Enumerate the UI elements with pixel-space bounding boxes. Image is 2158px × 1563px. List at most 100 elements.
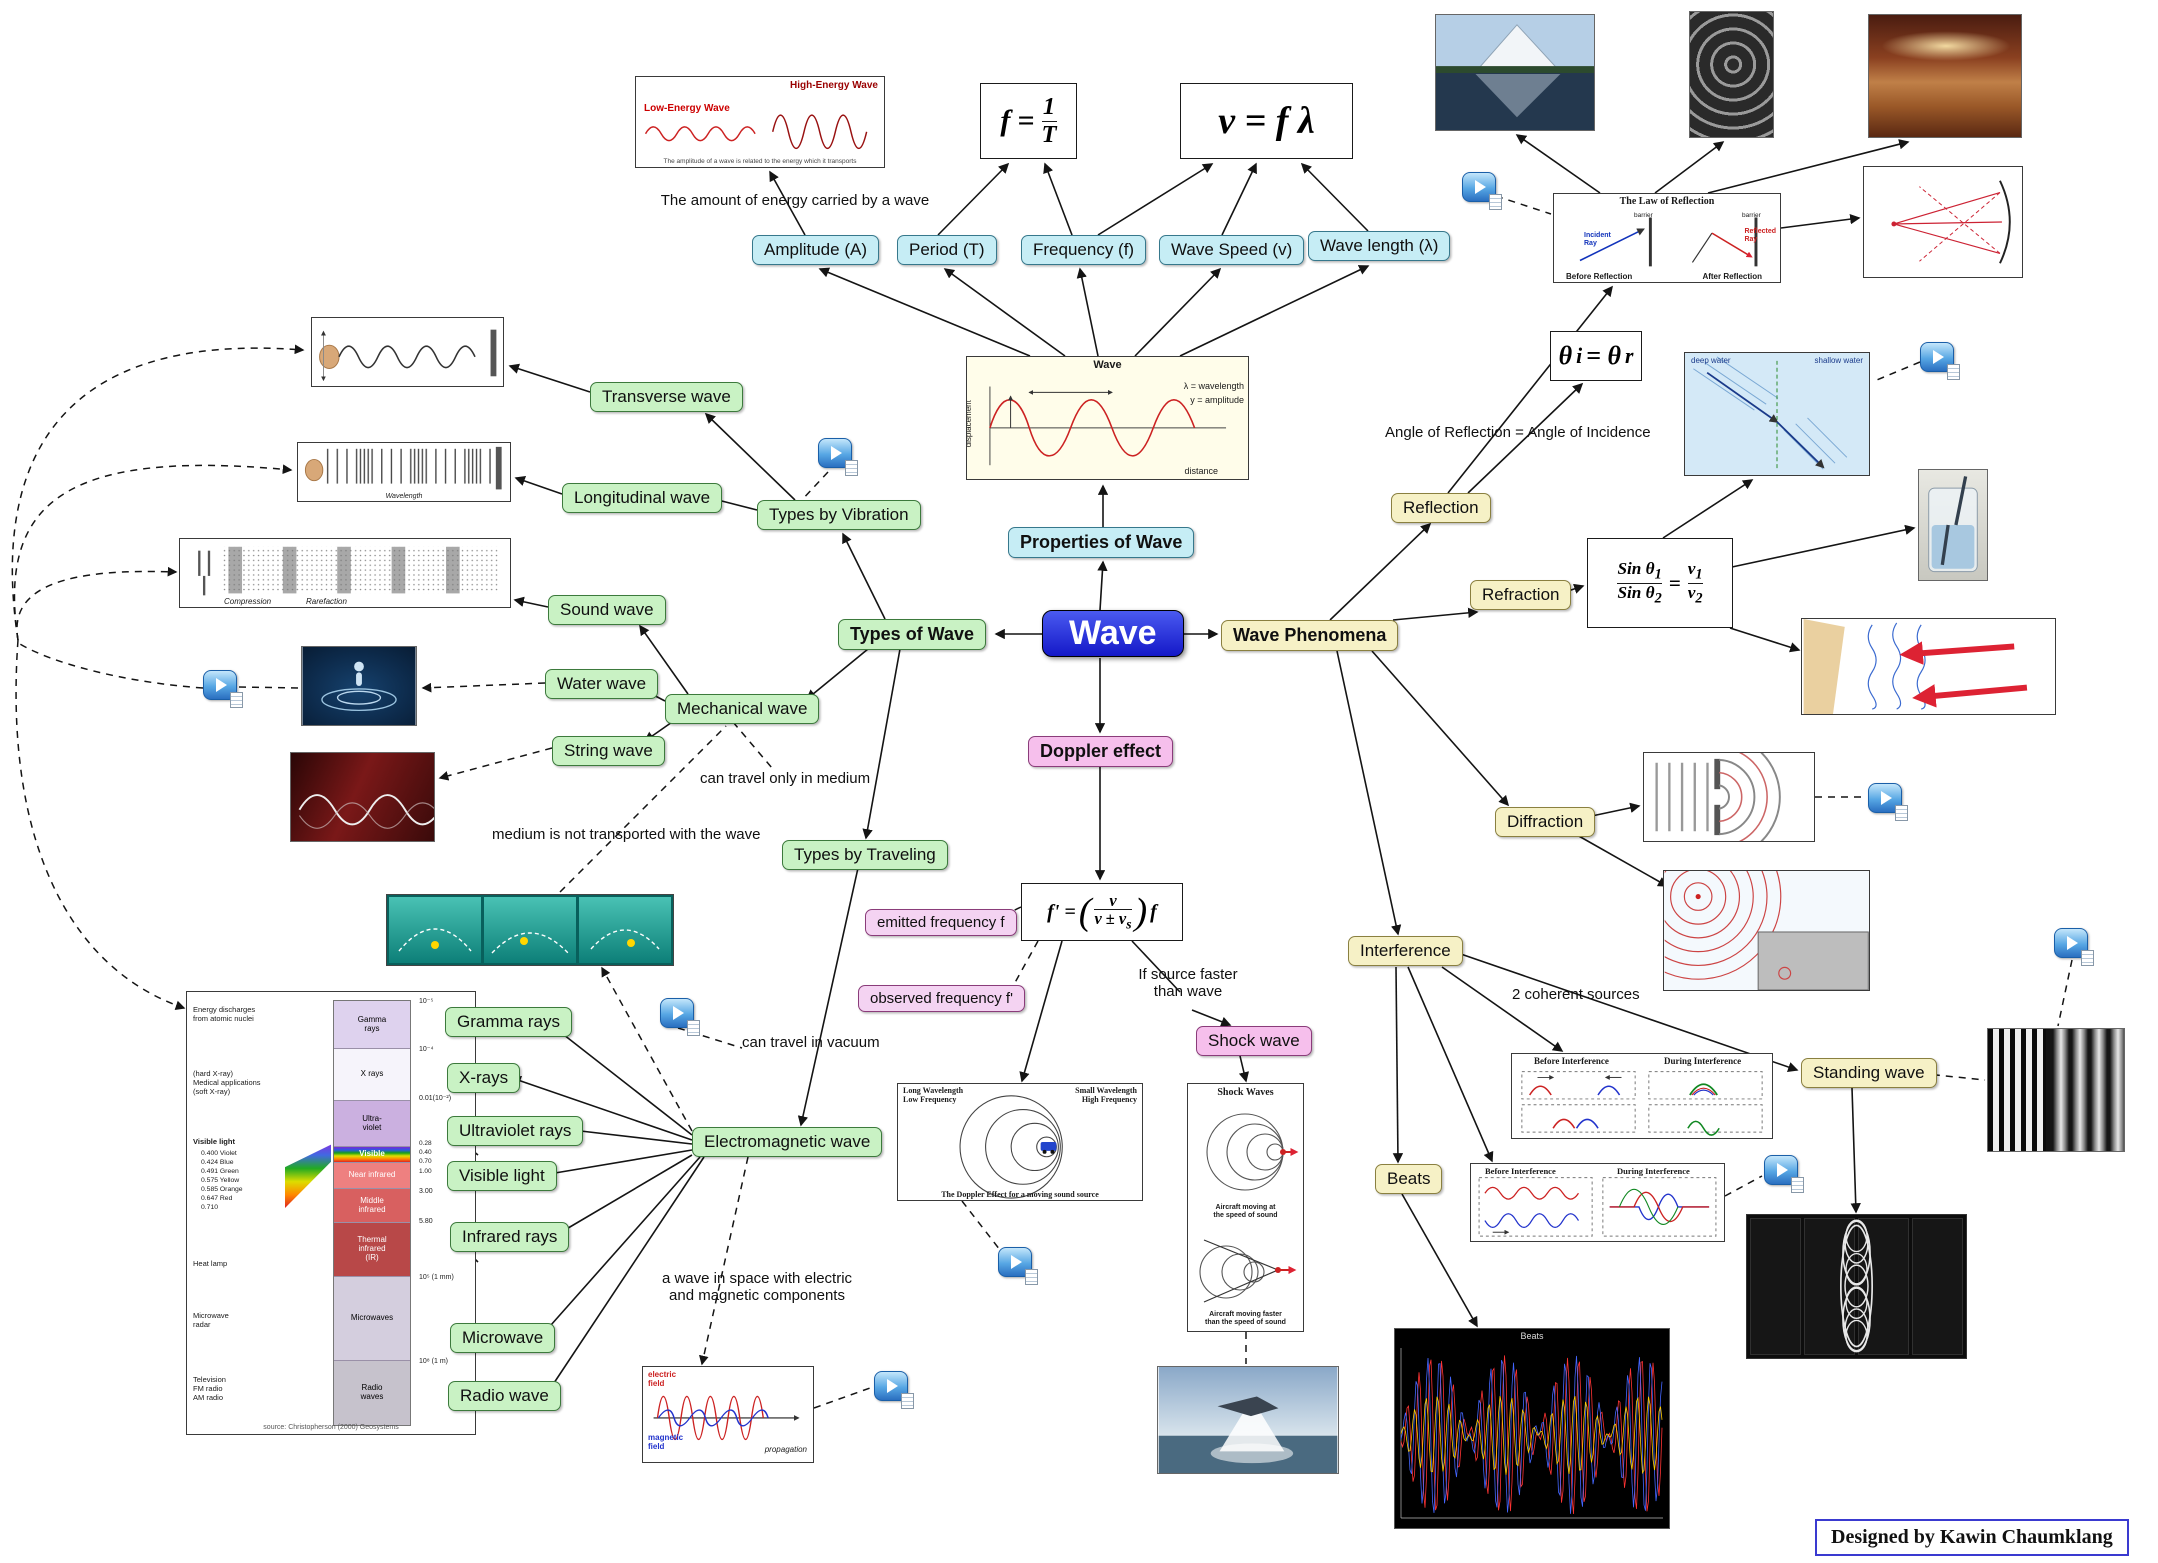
doppler-diagram-figure[interactable]: Long Wavelength Low Frequency Small Wave… <box>897 1083 1143 1201</box>
diffraction-slit-illustration <box>1655 753 1781 841</box>
types-by-vibration-node[interactable]: Types by Vibration <box>757 500 921 530</box>
visible-light-node[interactable]: Visible light <box>447 1161 557 1191</box>
emitted-frequency-node[interactable]: emitted frequency f <box>865 909 1017 936</box>
water-drop-photo[interactable] <box>301 646 417 726</box>
wave-graph-figure[interactable]: Wave λ = wavelength y = amplitude distan… <box>966 356 1249 480</box>
band-gamma: Gamma rays <box>334 1001 410 1049</box>
formula-f: f <box>1000 104 1011 137</box>
x-rays-node[interactable]: X-rays <box>447 1063 521 1093</box>
transverse-wave-figure[interactable] <box>311 317 504 387</box>
interference-fringes-photo[interactable] <box>1987 1028 2125 1152</box>
diffraction-slit-figure[interactable] <box>1643 752 1815 842</box>
interference-node[interactable]: Interference <box>1348 936 1463 966</box>
shock-caption-1: Aircraft moving at the speed of sound <box>1213 1204 1278 1220</box>
formula-eq: = <box>1017 104 1035 137</box>
transverse-illustration <box>319 329 497 382</box>
law-of-reflection-figure[interactable]: The Law of Reflection Incident Ray barri… <box>1553 193 1781 283</box>
concert-hall-photo[interactable] <box>1868 14 2022 138</box>
water-wave-node[interactable]: Water wave <box>545 669 659 699</box>
radio-wave-node[interactable]: Radio wave <box>448 1381 561 1411</box>
wave-speed-node[interactable]: Wave Speed (v) <box>1159 235 1305 265</box>
video-icon[interactable] <box>1920 342 1960 380</box>
infrared-rays-node[interactable]: Infrared rays <box>450 1222 570 1252</box>
mountain-lake-photo[interactable] <box>1435 14 1595 131</box>
scale-tick: 10⁻⁵ <box>419 998 434 1005</box>
types-by-traveling-node[interactable]: Types by Traveling <box>782 840 948 870</box>
deep-water-label: deep water <box>1691 356 1731 365</box>
longitudinal-wave-figure[interactable]: Wavelength <box>297 442 511 502</box>
ray-diagram-illustration <box>1891 180 2011 264</box>
standing-wave-node[interactable]: Standing wave <box>1801 1058 1937 1088</box>
beats-node[interactable]: Beats <box>1375 1164 1443 1194</box>
sound-wave-figure[interactable]: Compression Rarefaction <box>179 538 511 608</box>
longitudinal-wave-node[interactable]: Longitudinal wave <box>562 483 723 513</box>
mechanical-wave-node[interactable]: Mechanical wave <box>665 694 820 724</box>
play-icon <box>831 446 842 460</box>
frequency-node[interactable]: Frequency (f) <box>1021 235 1147 265</box>
diffraction-node[interactable]: Diffraction <box>1495 807 1596 837</box>
beats-waveform-figure[interactable]: Beats <box>1394 1328 1670 1529</box>
interference-pulses-figure[interactable]: Before Interference During Interference <box>1511 1053 1773 1139</box>
video-icon[interactable] <box>203 670 243 708</box>
source-faster-note: If source faster than wave <box>1138 966 1238 1000</box>
shock-waves-figure[interactable]: Shock Waves Aircraft moving at the speed… <box>1187 1083 1304 1332</box>
video-icon[interactable] <box>1462 172 1502 210</box>
video-icon[interactable] <box>2054 928 2094 966</box>
video-icon[interactable] <box>818 438 858 476</box>
beats-interference-figure[interactable]: Before Interference During Interference <box>1470 1163 1725 1242</box>
jet-sonic-boom-photo[interactable] <box>1157 1366 1339 1474</box>
video-icon[interactable] <box>998 1247 1038 1285</box>
doppler-effect-node[interactable]: Doppler effect <box>1028 736 1174 767</box>
shock-wave-node[interactable]: Shock wave <box>1196 1026 1312 1056</box>
string-wave-photo[interactable] <box>290 752 435 842</box>
pencil-glass-photo[interactable] <box>1918 469 1988 581</box>
speed-formula[interactable]: v = f λ <box>1180 83 1353 159</box>
ripples-photo[interactable] <box>1689 11 1774 138</box>
doppler-formula[interactable]: f' = ( v v ± vs ) f <box>1021 883 1183 941</box>
types-of-wave-node[interactable]: Types of Wave <box>838 619 987 650</box>
longitudinal-caption: Wavelength <box>385 492 423 500</box>
formula-den: T <box>1041 120 1057 148</box>
video-icon[interactable] <box>874 1371 914 1409</box>
wave-phenomena-node[interactable]: Wave Phenomena <box>1221 620 1399 651</box>
spectrum-note-xray: (hard X-ray) Medical applications (soft … <box>193 1069 261 1096</box>
ocean-waves-panels[interactable] <box>386 894 674 966</box>
properties-of-wave-node[interactable]: Properties of Wave <box>1008 527 1195 558</box>
spectrum-bands: Gamma rays X rays Ultra- violet Visible … <box>333 1000 411 1426</box>
ray-diagram-figure[interactable] <box>1863 166 2023 278</box>
energy-wave-figure[interactable]: Low-Energy Wave High-Energy Wave The amp… <box>635 76 885 168</box>
document-icon <box>845 460 858 476</box>
refraction-node[interactable]: Refraction <box>1470 580 1572 610</box>
beach-refraction-figure[interactable] <box>1801 618 2056 715</box>
wave-graph-illustration <box>989 386 1227 466</box>
electromagnetic-wave-node[interactable]: Electromagnetic wave <box>692 1127 883 1157</box>
water-refraction-figure[interactable]: deep water shallow water <box>1684 352 1870 476</box>
frequency-formula[interactable]: f = 1 T <box>980 83 1077 159</box>
scale-tick: 3.00 <box>419 1188 433 1195</box>
video-icon[interactable] <box>1868 783 1908 821</box>
em-spectrum-chart[interactable]: Energy discharges from atomic nuclei (ha… <box>186 991 476 1435</box>
beats-plot-title: Beats <box>1520 1331 1544 1341</box>
amplitude-node[interactable]: Amplitude (A) <box>752 235 879 265</box>
snell-formula[interactable]: Sin θ1 Sin θ2 = v1 v2 <box>1587 538 1733 628</box>
scale-tick: 10⁸ (1 m) <box>419 1358 449 1365</box>
sound-wave-node[interactable]: Sound wave <box>548 595 666 625</box>
observed-frequency-node[interactable]: observed frequency f' <box>858 985 1025 1012</box>
microwave-node[interactable]: Microwave <box>450 1323 556 1353</box>
period-node[interactable]: Period (T) <box>897 235 997 265</box>
doppler-lparen: ( <box>1078 891 1092 933</box>
reflection-node[interactable]: Reflection <box>1391 493 1491 523</box>
ultraviolet-rays-node[interactable]: Ultraviolet rays <box>447 1116 584 1146</box>
wave-length-node[interactable]: Wave length (λ) <box>1308 231 1451 261</box>
video-icon[interactable] <box>1764 1155 1804 1193</box>
transverse-wave-node[interactable]: Transverse wave <box>590 382 743 412</box>
diffraction-breakwater-figure[interactable] <box>1663 870 1870 991</box>
wave-central-node[interactable]: Wave <box>1042 610 1184 657</box>
video-icon[interactable] <box>660 998 700 1036</box>
string-wave-node[interactable]: String wave <box>552 736 665 766</box>
em-wave-3d-figure[interactable]: electric field magnetic field propagatio… <box>642 1366 814 1463</box>
scale-tick: 5.80 <box>419 1218 433 1225</box>
gramma-rays-node[interactable]: Gramma rays <box>445 1007 572 1037</box>
standing-wave-photos[interactable] <box>1746 1214 1967 1359</box>
